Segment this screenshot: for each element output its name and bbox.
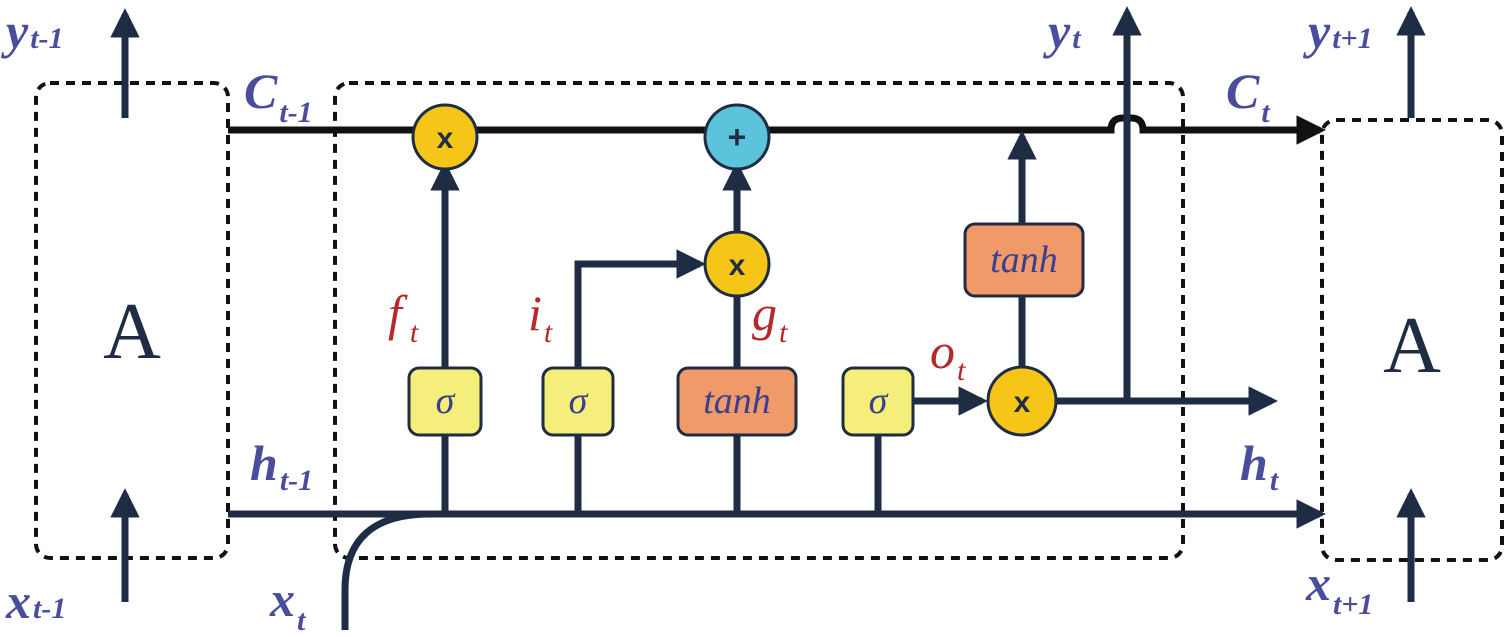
label-g: gt xyxy=(752,285,788,349)
label-y-prev: yt-1 xyxy=(1,3,64,59)
cell-state-line xyxy=(228,114,1326,145)
output-sigma-gate: σ xyxy=(841,366,915,437)
label-x-prev: xt-1 xyxy=(5,573,66,629)
center-cell-box xyxy=(333,81,1185,560)
forget-multiply-op: x xyxy=(411,103,479,171)
svg-text:tanh: tanh xyxy=(990,239,1058,281)
input-multiply-op: x xyxy=(703,230,771,298)
label-y-next: yt+1 xyxy=(1303,3,1373,59)
input-xt-curve xyxy=(341,510,431,630)
left-cell-box xyxy=(34,81,230,560)
svg-text:σ: σ xyxy=(436,380,456,422)
svg-text:x: x xyxy=(729,249,746,282)
input-sigma-gate: σ xyxy=(541,366,615,437)
left-cell-label: A xyxy=(103,288,161,376)
label-o: ot xyxy=(930,323,966,387)
label-x-curr: xt xyxy=(269,571,307,637)
output-multiply-op: x xyxy=(986,365,1058,437)
svg-text:σ: σ xyxy=(869,380,889,422)
label-c-curr: Ct xyxy=(1226,63,1271,129)
label-h-prev: ht-1 xyxy=(250,435,313,497)
svg-text:σ: σ xyxy=(569,380,589,422)
label-i: it xyxy=(528,285,553,349)
label-h-curr: ht xyxy=(1240,435,1280,497)
svg-text:tanh: tanh xyxy=(703,380,771,422)
svg-text:+: + xyxy=(728,119,747,155)
add-op: + xyxy=(703,103,771,171)
svg-text:x: x xyxy=(1014,386,1031,419)
label-y-curr: yt xyxy=(1043,3,1082,59)
cell-tanh-gate: tanh xyxy=(963,222,1085,298)
candidate-tanh-gate: tanh xyxy=(676,366,798,437)
forget-sigma-gate: σ xyxy=(407,366,483,437)
label-c-prev: Ct-1 xyxy=(244,63,313,129)
input-path-arrow xyxy=(574,249,706,368)
right-cell-label: A xyxy=(1383,302,1441,390)
svg-text:x: x xyxy=(437,122,454,155)
label-x-next: xt+1 xyxy=(1305,555,1373,621)
